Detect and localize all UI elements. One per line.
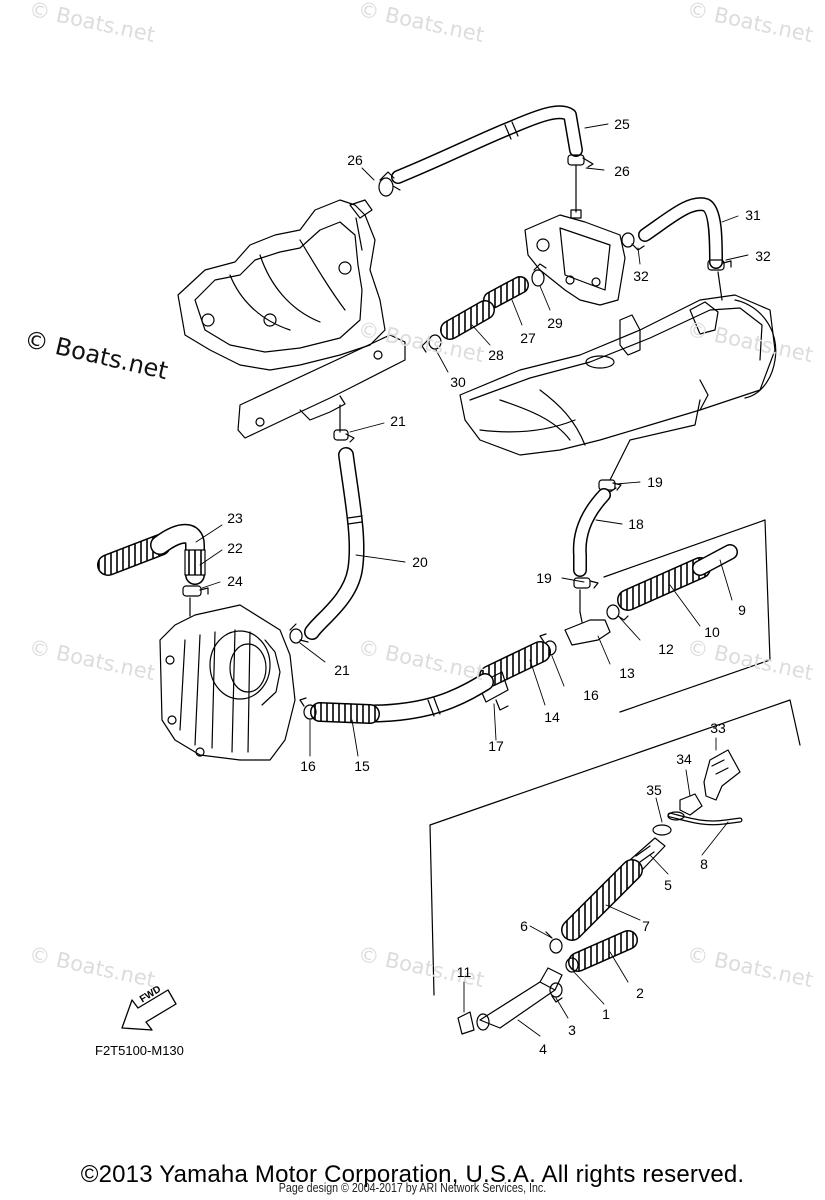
callout-label[interactable]: 9 — [738, 602, 746, 618]
clamp-17 — [477, 671, 509, 711]
callout-label[interactable]: 31 — [745, 207, 761, 223]
bellows-hose-28 — [440, 300, 495, 340]
callout-label[interactable]: 26 — [347, 152, 363, 168]
bellows-hose-15 — [310, 702, 380, 724]
callout-label[interactable]: 17 — [488, 738, 504, 754]
callout-label[interactable]: 33 — [710, 720, 726, 736]
group-outline — [603, 519, 771, 713]
callout-label[interactable]: 7 — [642, 918, 650, 934]
hose-25 — [391, 105, 583, 184]
callout-label[interactable]: 29 — [547, 315, 563, 331]
callout-label[interactable]: 24 — [227, 573, 243, 589]
callout-label[interactable]: 30 — [450, 374, 466, 390]
washer-35 — [652, 824, 672, 836]
clamp-19 — [573, 577, 599, 613]
group-outline — [429, 699, 801, 996]
tube-8 — [667, 811, 743, 826]
callout-label[interactable]: 13 — [619, 665, 635, 681]
joint-13 — [564, 611, 611, 646]
callout-label[interactable]: 19 — [647, 474, 663, 490]
callout-label[interactable]: 27 — [520, 330, 536, 346]
mounting-bracket — [524, 214, 626, 306]
fwd-arrow — [121, 989, 177, 1031]
callout-label[interactable]: 14 — [544, 709, 560, 725]
hose-18 — [572, 488, 611, 577]
callout-label[interactable]: 21 — [334, 662, 350, 678]
copyright-notice: ©2013 Yamaha Motor Corporation, U.S.A. A… — [80, 1161, 745, 1188]
clamp-11 — [457, 1011, 475, 1035]
clamp-26 — [567, 154, 594, 219]
callout-label[interactable]: 26 — [614, 163, 630, 179]
callout-label[interactable]: 28 — [488, 347, 504, 363]
callout-label[interactable]: 22 — [227, 540, 243, 556]
filter-4 — [476, 967, 563, 1031]
clamp-29 — [531, 263, 547, 287]
callout-label[interactable]: 25 — [614, 116, 630, 132]
callout-label[interactable]: 2 — [636, 985, 644, 1001]
callout-label[interactable]: 32 — [755, 248, 771, 264]
exhaust-manifold — [177, 199, 386, 371]
manifold-flange — [237, 334, 406, 439]
callout-label[interactable]: 16 — [583, 687, 599, 703]
callout-label[interactable]: 20 — [412, 554, 428, 570]
fitting-33 — [703, 749, 741, 801]
callout-label[interactable]: 21 — [390, 413, 406, 429]
callout-label[interactable]: 8 — [700, 856, 708, 872]
bellows-hose-10 — [617, 544, 738, 611]
bellows-hose-27 — [483, 276, 529, 309]
callout-label[interactable]: 1 — [602, 1006, 610, 1022]
callout-label[interactable]: 5 — [664, 877, 672, 893]
clamp-3 — [549, 982, 563, 1003]
bellows-hose-14 — [479, 641, 551, 687]
nut-34 — [679, 793, 703, 816]
clamp-32 — [707, 259, 732, 301]
callout-label[interactable]: 35 — [646, 782, 662, 798]
clamp-1 — [565, 957, 579, 973]
reference-code: F2T5100-M130 — [95, 1043, 184, 1058]
page-design-credit: Page design © 2004-2017 by ARI Network S… — [278, 1180, 547, 1195]
vapor-separator — [159, 604, 296, 761]
callout-label[interactable]: 4 — [539, 1041, 547, 1057]
clamp-21 — [333, 429, 355, 443]
callout-label[interactable]: 23 — [227, 510, 243, 526]
callout-label[interactable]: 34 — [676, 751, 692, 767]
callout-label[interactable]: 15 — [354, 758, 370, 774]
clamp-6 — [545, 931, 563, 954]
callout-label[interactable]: 12 — [658, 641, 674, 657]
leader-lines — [195, 123, 749, 1037]
callout-label[interactable]: 18 — [628, 516, 644, 532]
bellows-hose-22 — [97, 523, 206, 585]
callout-label[interactable]: 32 — [633, 268, 649, 284]
callout-label[interactable]: 6 — [520, 918, 528, 934]
clamp-24 — [182, 585, 209, 617]
clamp-30 — [421, 334, 442, 353]
callout-label[interactable]: 19 — [536, 570, 552, 586]
callout-label[interactable]: 11 — [456, 964, 472, 980]
clamp-21 — [289, 623, 309, 644]
hose-20 — [304, 447, 365, 640]
bellows-hose-2 — [568, 930, 638, 972]
intake-manifold — [459, 294, 777, 456]
callout-label[interactable]: 16 — [300, 758, 316, 774]
callout-label[interactable]: 3 — [568, 1022, 576, 1038]
bellows-hose-7 — [561, 859, 643, 941]
callout-label[interactable]: 10 — [704, 624, 720, 640]
hose-31 — [638, 197, 723, 269]
clamp-12 — [606, 604, 629, 621]
clamp-16 — [299, 697, 317, 720]
clamp-26 — [378, 171, 401, 197]
